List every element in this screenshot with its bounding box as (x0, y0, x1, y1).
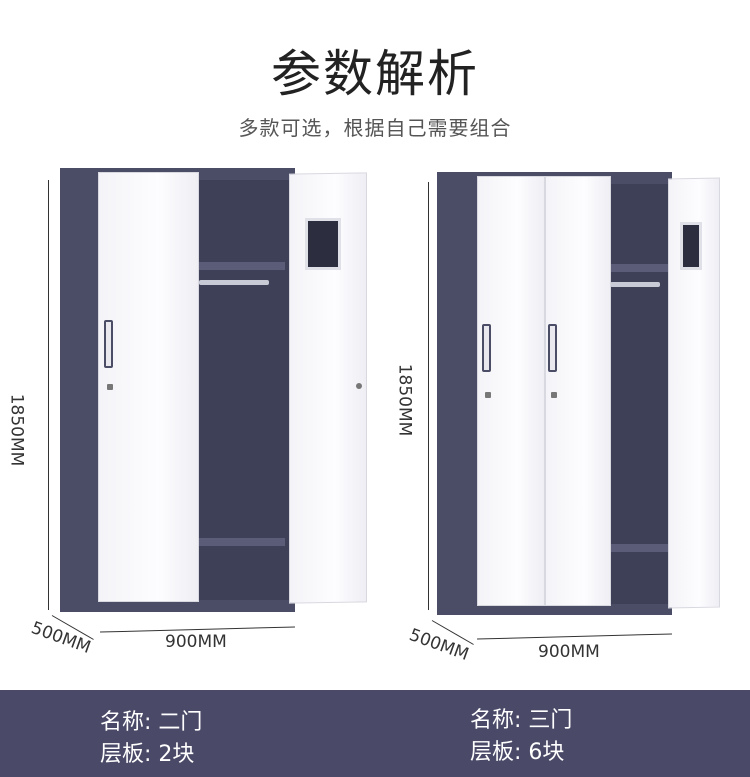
product-name: 名称: 二门 (100, 710, 203, 735)
spec-banner: 名称: 二门 层板: 2块 名称: 三门 层板: 6块 (0, 690, 750, 777)
height-dimension-line (428, 182, 429, 610)
width-dimension-line (477, 633, 672, 640)
door-handle (104, 320, 113, 368)
height-label: 1850MM (394, 363, 415, 437)
shelf (610, 544, 668, 552)
height-label: 1850MM (6, 393, 27, 467)
width-label: 900MM (538, 642, 600, 662)
closed-door (98, 172, 199, 602)
cabinet-interior (610, 184, 670, 604)
lock-icon (107, 384, 113, 390)
hanging-rod (610, 282, 660, 287)
depth-label: 500MM (406, 625, 472, 665)
lock-icon (551, 392, 557, 398)
closed-door (545, 176, 611, 606)
depth-label: 500MM (28, 618, 94, 658)
width-label: 900MM (165, 632, 227, 652)
door-handle (482, 324, 491, 372)
shelf (199, 262, 285, 270)
vent-window (680, 222, 702, 270)
door-handle (548, 324, 557, 372)
height-dimension-line (48, 180, 49, 610)
lock-icon (485, 392, 491, 398)
shelf-count: 层板: 2块 (100, 742, 195, 767)
closed-door (477, 176, 545, 606)
product-name: 名称: 三门 (470, 708, 573, 733)
shelf (199, 538, 285, 546)
vent-window (305, 218, 341, 270)
page-title: 参数解析 (271, 45, 479, 103)
lock-icon (356, 383, 362, 389)
shelf (610, 264, 668, 272)
page-subtitle: 多款可选，根据自己需要组合 (238, 116, 512, 140)
cabinet-interior (199, 180, 289, 600)
shelf-count: 层板: 6块 (470, 740, 565, 765)
hanging-rod (199, 280, 269, 285)
